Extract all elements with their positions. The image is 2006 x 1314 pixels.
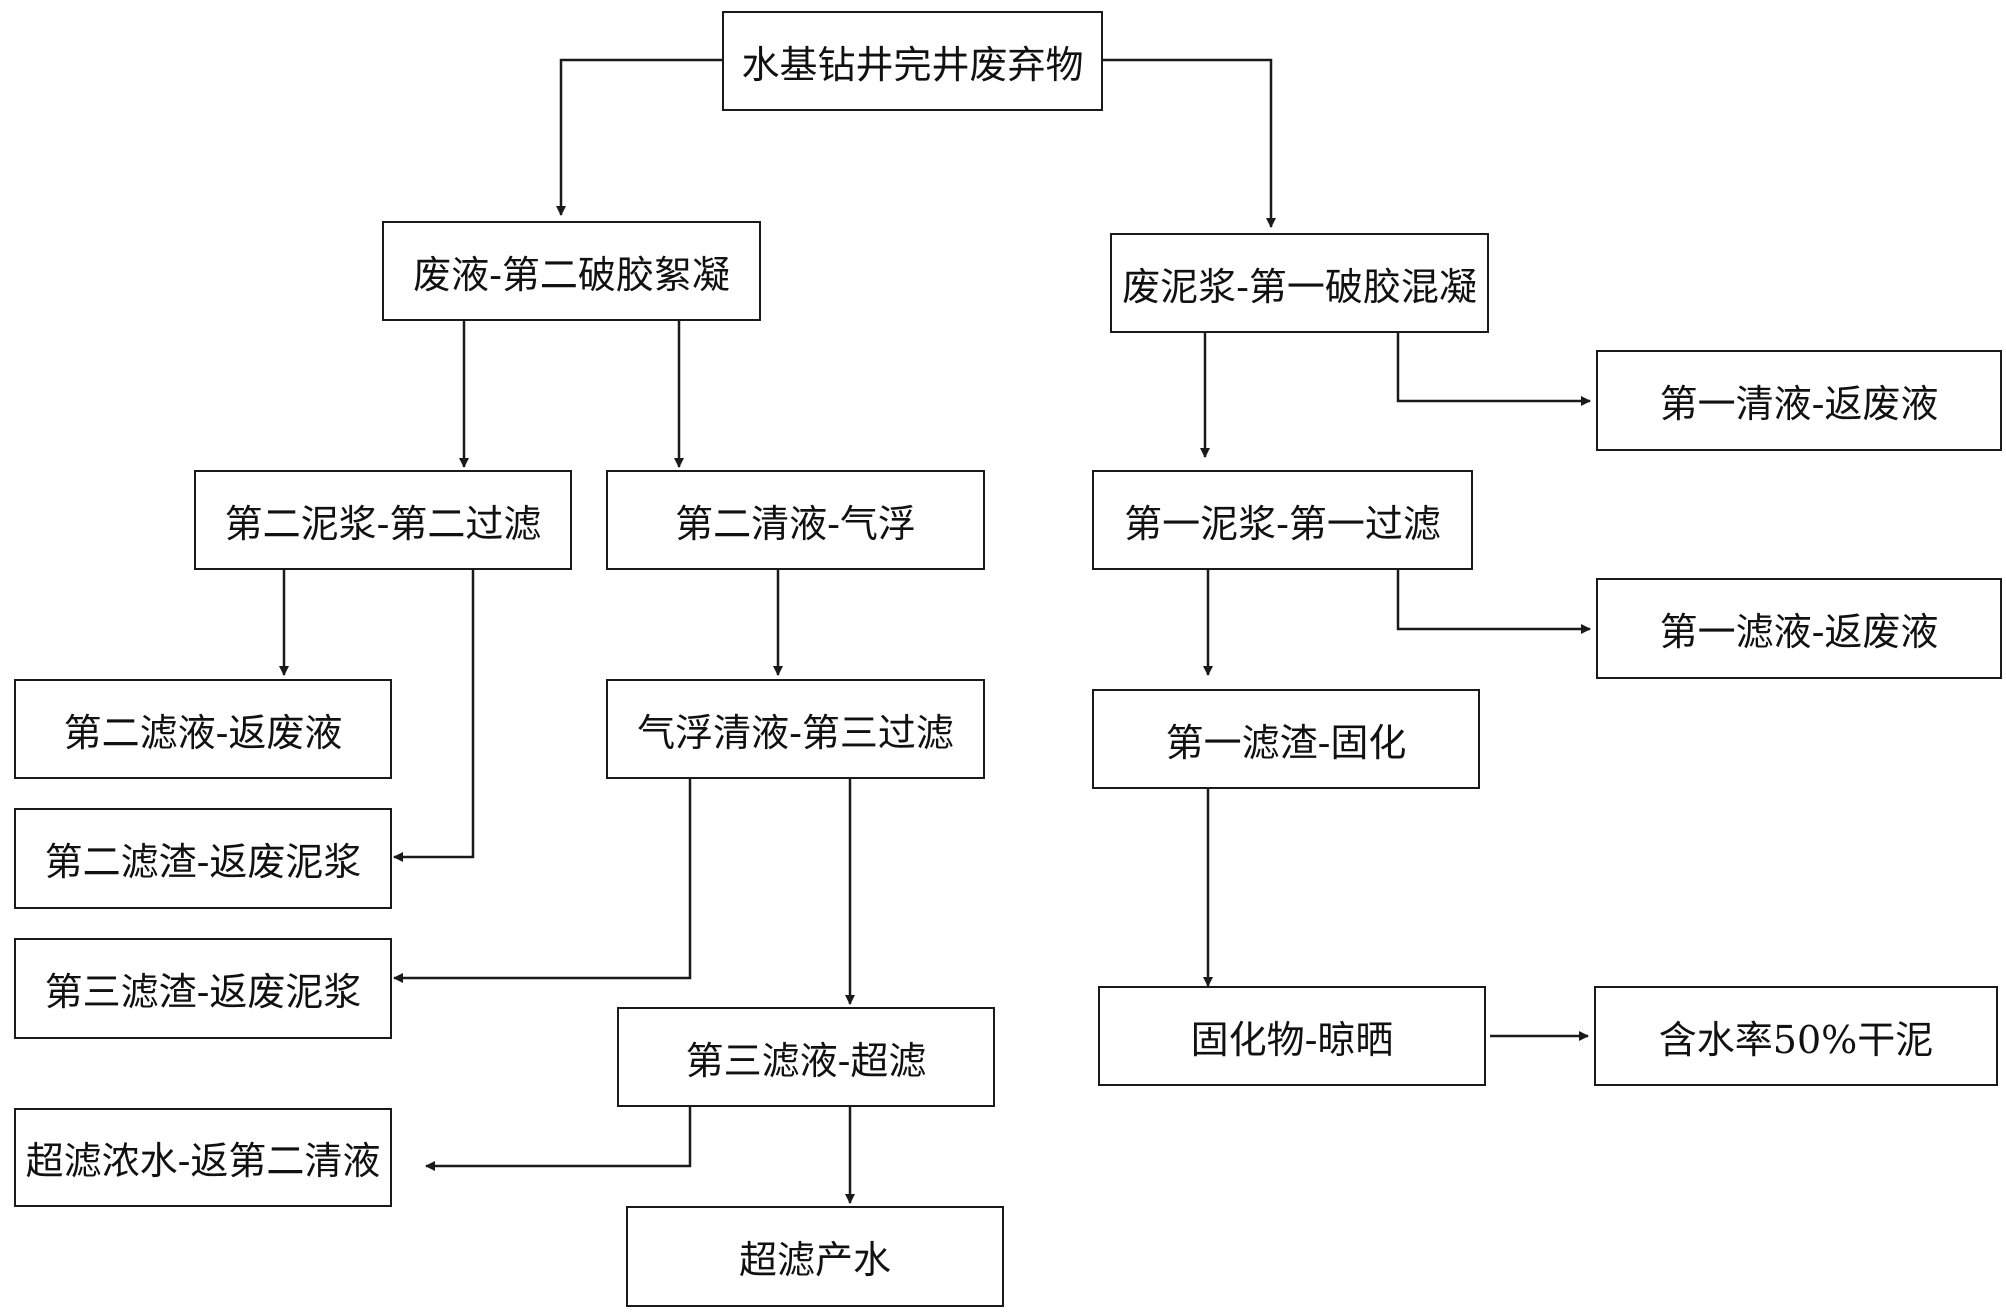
- edge-root-to-waste-liquid: [556, 58, 722, 216]
- node-first-mud: 第一泥浆-第一过滤: [1092, 470, 1473, 570]
- edge-third-filtrate-to-uf-concentrate: [425, 1107, 692, 1171]
- node-dry-mud: 含水率50%干泥: [1594, 986, 1998, 1086]
- edge-root-to-waste-mud: [1103, 58, 1276, 228]
- node-first-clear: 第一清液-返废液: [1596, 350, 2002, 451]
- node-root: 水基钻井完井废弃物: [722, 11, 1103, 111]
- edge-second-mud-to-second-residue: [393, 570, 475, 862]
- edge-first-mud-to-first-filtrate: [1396, 570, 1591, 634]
- node-uf-concentrate: 超滤浓水-返第二清液: [14, 1108, 392, 1207]
- node-solidified: 固化物-晾晒: [1098, 986, 1486, 1086]
- node-third-residue: 第三滤渣-返废泥浆: [14, 938, 392, 1039]
- node-second-filtrate: 第二滤液-返废液: [14, 679, 392, 779]
- node-first-filtrate: 第一滤液-返废液: [1596, 578, 2002, 679]
- node-waste-mud: 废泥浆-第一破胶混凝: [1110, 233, 1489, 333]
- node-second-mud: 第二泥浆-第二过滤: [194, 470, 572, 570]
- node-first-residue: 第一滤渣-固化: [1092, 689, 1480, 789]
- node-third-filtrate: 第三滤液-超滤: [617, 1007, 995, 1107]
- edge-float-clear-to-third-residue: [393, 779, 692, 983]
- node-uf-product: 超滤产水: [626, 1206, 1004, 1307]
- node-float-clear: 气浮清液-第三过滤: [606, 679, 985, 779]
- node-waste-liquid: 废液-第二破胶絮凝: [382, 221, 761, 321]
- node-second-residue: 第二滤渣-返废泥浆: [14, 808, 392, 909]
- edge-waste-mud-to-first-clear: [1396, 333, 1591, 406]
- node-second-clear: 第二清液-气浮: [606, 470, 985, 570]
